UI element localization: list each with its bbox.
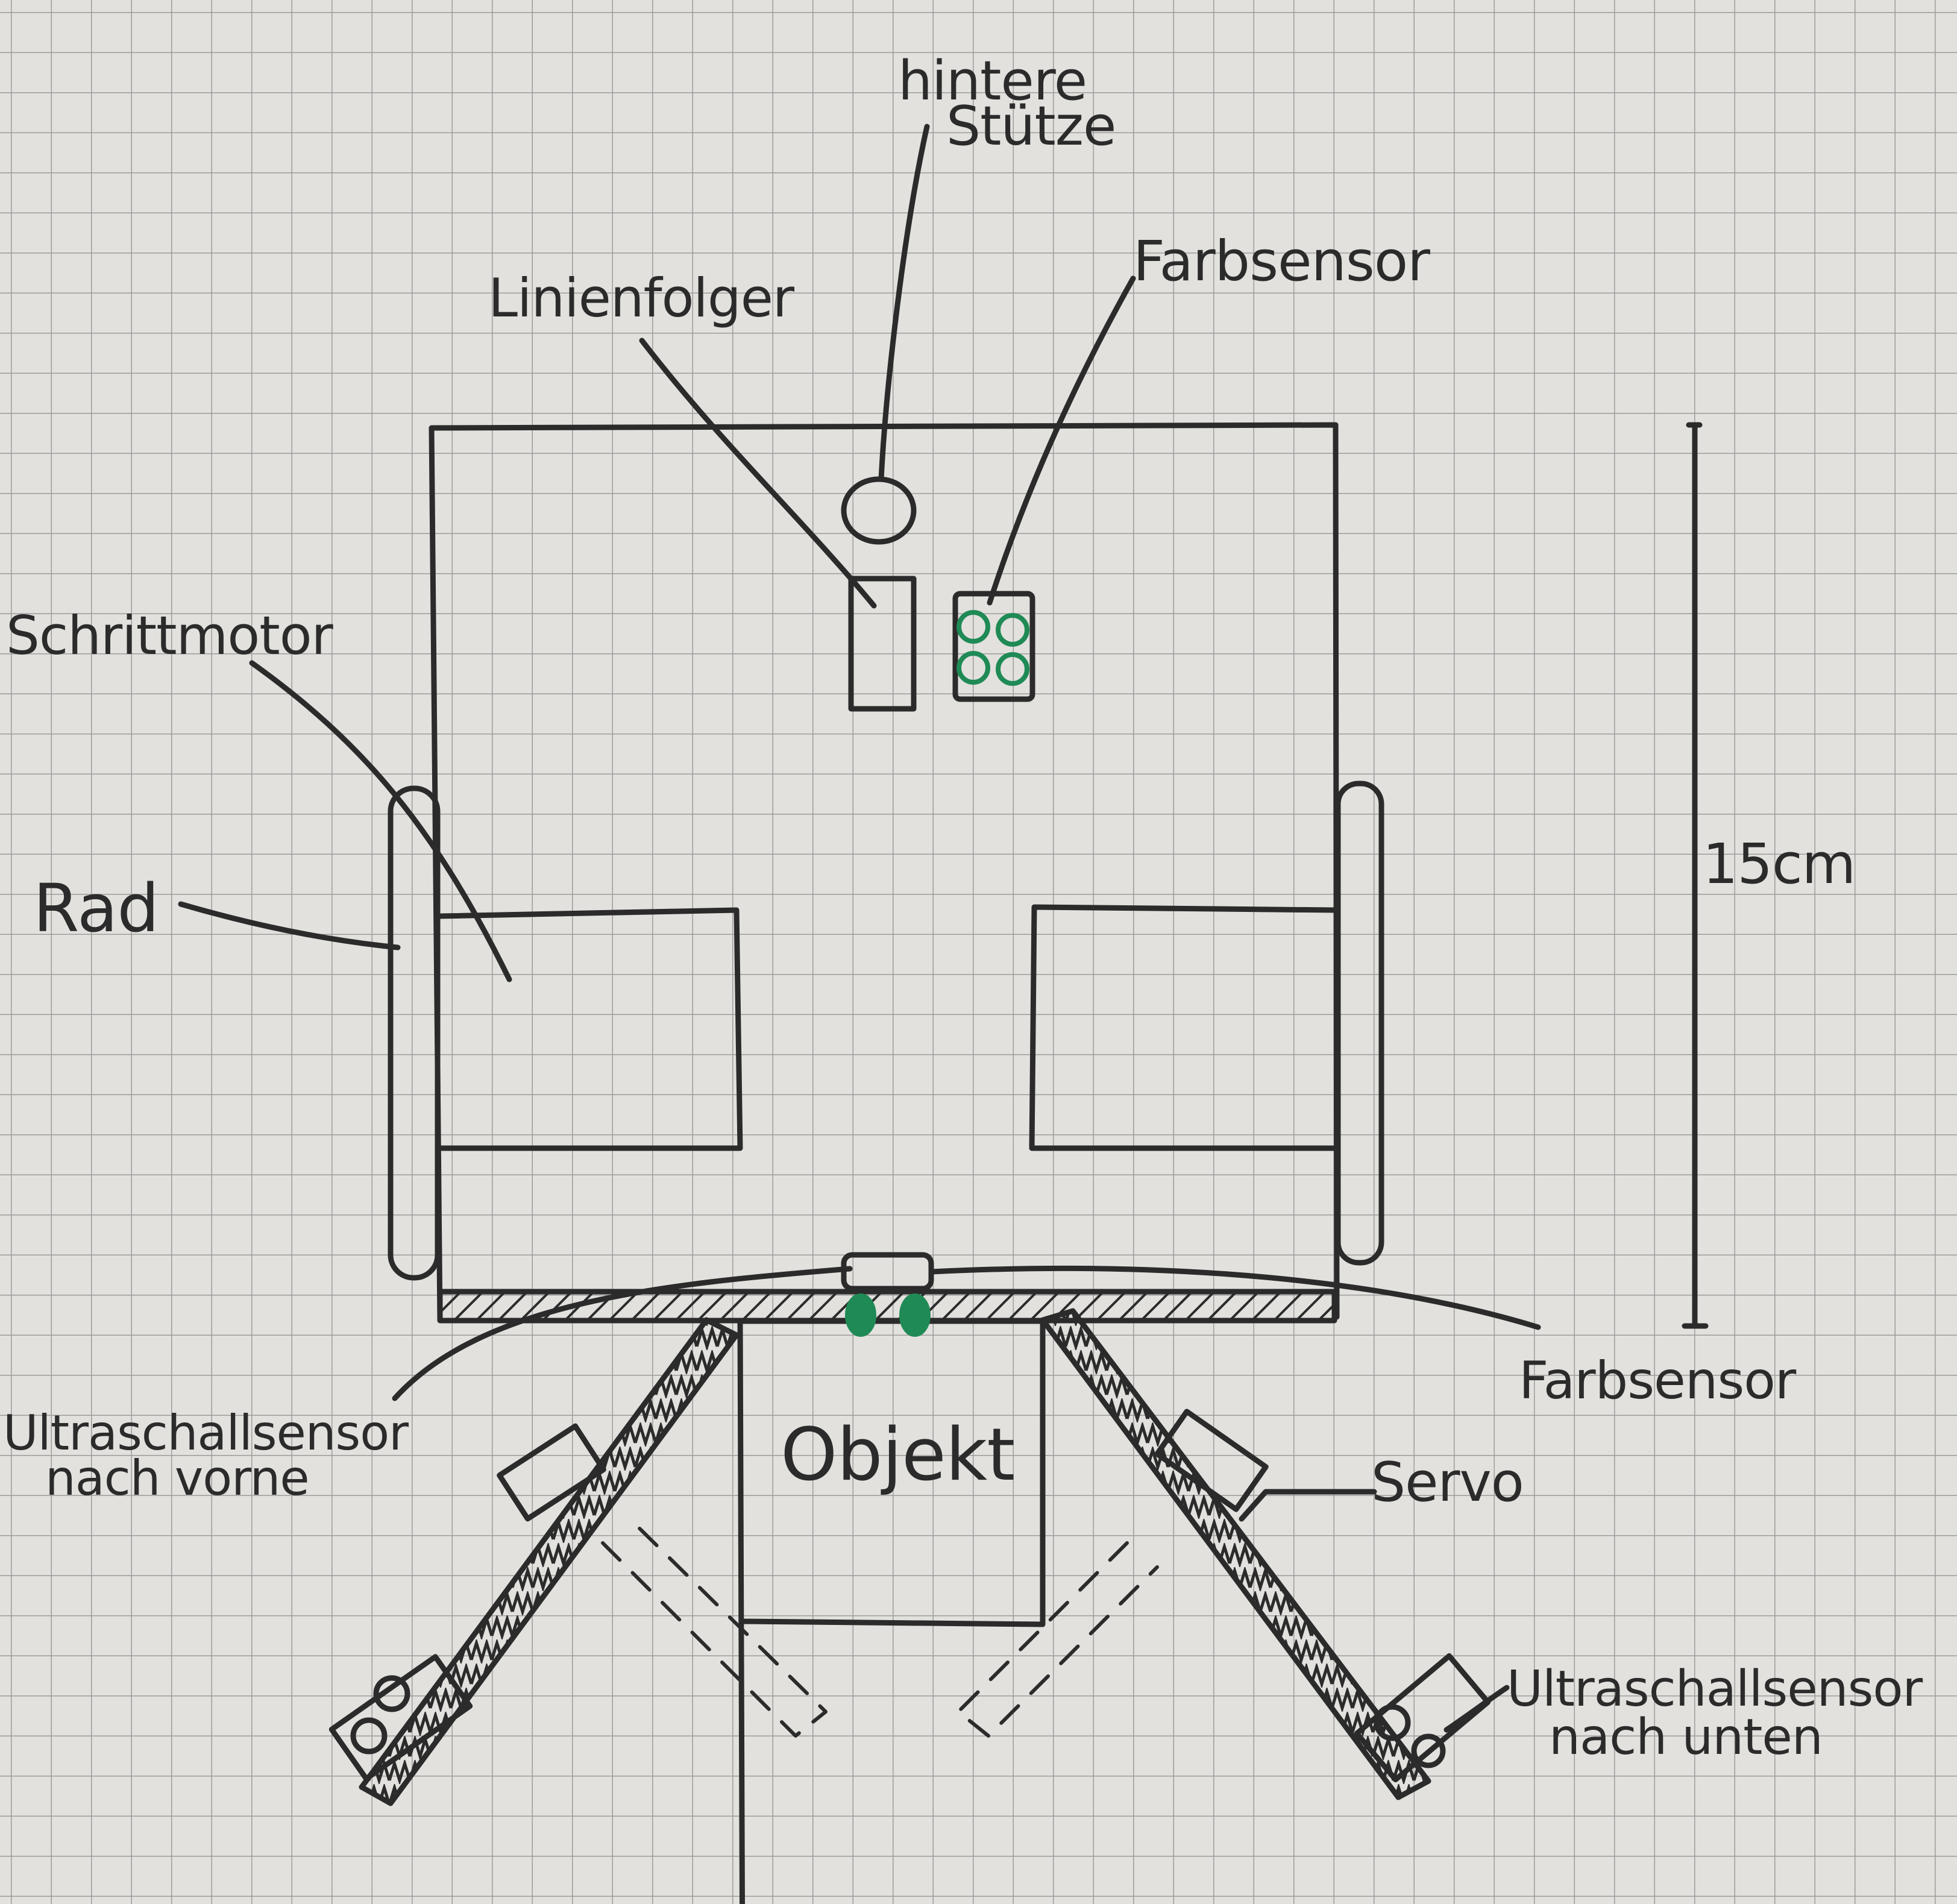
right-servo-arm	[1040, 1308, 1491, 1800]
leader-color-sensor-front	[928, 1265, 1541, 1330]
label-line-follower: Linienfolger	[488, 267, 795, 329]
left-servo-arm	[328, 1317, 740, 1806]
label-stepper-motor: Schrittmotor	[6, 605, 334, 667]
label-object: Objekt	[781, 1413, 1014, 1497]
label-color-sensor-top: Farbsensor	[1133, 229, 1430, 294]
label-rear-support-2: Stütze	[946, 95, 1116, 158]
leader-rear-support	[878, 124, 930, 482]
leader-line-follower	[639, 338, 877, 609]
line-follower-sensor	[848, 576, 917, 712]
right-wheel	[1335, 781, 1384, 1266]
green-sensor-marks	[845, 610, 1029, 1337]
leader-servo	[1239, 1489, 1377, 1522]
front-bumper-bar	[437, 1289, 1337, 1324]
label-servo: Servo	[1371, 1451, 1524, 1514]
leader-stepper-motor	[249, 660, 512, 982]
object-box	[737, 1318, 1046, 1904]
label-ultrasonic-forward-1: Ultraschallsensor	[3, 1405, 409, 1461]
label-ultrasonic-forward-2: nach vorne	[45, 1450, 309, 1506]
leader-color-sensor-top	[987, 275, 1136, 606]
right-stepper-motor	[1029, 904, 1339, 1151]
right-servo	[1154, 1409, 1269, 1512]
label-color-sensor-front: Farbsensor	[1519, 1351, 1797, 1411]
dimension-line	[1682, 422, 1709, 1329]
label-dimension: 15cm	[1703, 832, 1855, 896]
leader-ultrasonic-down	[1443, 1685, 1510, 1733]
label-rear-support-1: hintere	[898, 49, 1087, 113]
label-ultrasonic-down-1: Ultraschallsensor	[1507, 1661, 1923, 1718]
left-servo	[497, 1423, 606, 1522]
retracted-arm-positions	[601, 1520, 1159, 1738]
ultrasonic-sensor-forward	[328, 1654, 473, 1782]
left-stepper-motor	[437, 907, 743, 1151]
leader-ultrasonic-forward	[392, 1266, 853, 1401]
label-wheel: Rad	[33, 870, 159, 947]
leader-wheel	[178, 901, 401, 950]
label-ultrasonic-down-2: nach unten	[1549, 1709, 1823, 1766]
left-wheel	[388, 785, 441, 1281]
